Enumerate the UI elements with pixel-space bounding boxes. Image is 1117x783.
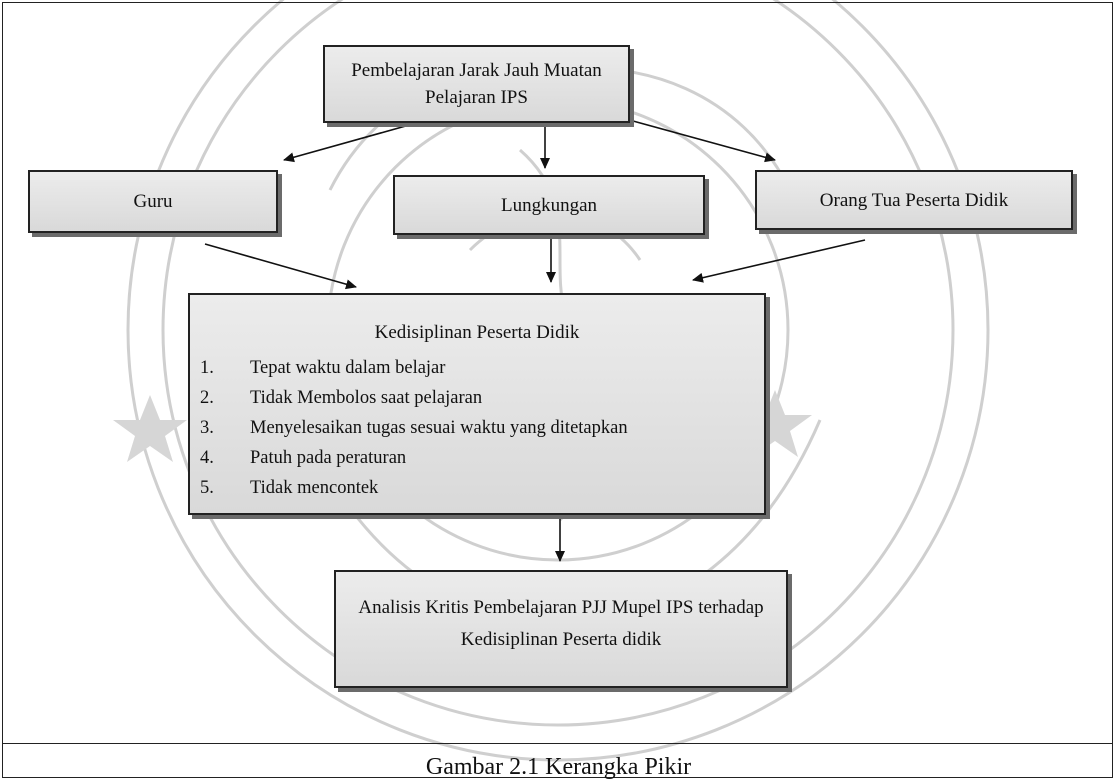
node-guru: Guru (28, 170, 278, 233)
arrow-top-to-guru (283, 121, 421, 163)
node-analisis-kritis: Analisis Kritis Pembelajaran PJJ Mupel I… (334, 570, 788, 688)
node-lingkungan-label: Lungkungan (500, 194, 598, 216)
node-kedisiplinan: Kedisiplinan Peserta Didik 1.Tepat waktu… (188, 293, 766, 515)
arrow-top-to-orangtua (632, 120, 776, 163)
arrow-guru-to-kedisiplinan (204, 243, 357, 290)
list-item: 5.Tidak mencontek (200, 478, 379, 498)
node-pjj-ips: Pembelajaran Jarak Jauh Muatan Pelajaran… (323, 45, 630, 123)
node-kedisiplinan-title: Kedisiplinan Peserta Didik (374, 322, 580, 343)
figure-caption: Gambar 2.1 Kerangka Pikir (425, 754, 692, 780)
node-analisis-kritis-label: Analisis Kritis Pembelajaran PJJ Mupel I… (358, 597, 764, 650)
node-orang-tua-label: Orang Tua Peserta Didik (819, 189, 1009, 211)
list-item: 3.Menyelesaikan tugas sesuai waktu yang … (200, 418, 628, 438)
caption-divider (2, 743, 1113, 744)
kedisiplinan-list: 1.Tepat waktu dalam belajar 2.Tidak Memb… (200, 355, 628, 505)
node-guru-label: Guru (133, 191, 173, 212)
node-orang-tua: Orang Tua Peserta Didik (755, 170, 1073, 230)
list-item: 2.Tidak Membolos saat pelajaran (200, 388, 483, 408)
node-pjj-ips-label: Pembelajaran Jarak Jauh Muatan Pelajaran… (351, 60, 602, 108)
arrow-orangtua-to-kedisiplinan (692, 239, 866, 283)
list-item: 1.Tepat waktu dalam belajar (200, 358, 446, 378)
node-lingkungan: Lungkungan (393, 175, 705, 235)
list-item: 4.Patuh pada peraturan (200, 448, 407, 468)
